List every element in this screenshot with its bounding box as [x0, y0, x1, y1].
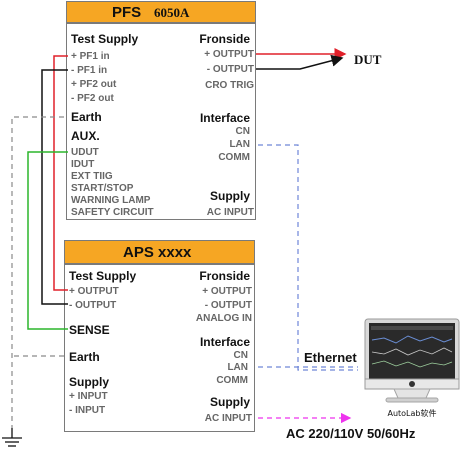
pfs-interface-title: Interface [199, 111, 250, 125]
pfs-earth: Earth [71, 110, 102, 124]
aps-ac-input: AC INPUT [204, 413, 252, 424]
pfs-pf2-plus: + PF2 out [71, 79, 117, 90]
aps-plus-input: + INPUT [69, 391, 108, 402]
pfs-fronside-title: Fronside [199, 32, 250, 46]
pfs-brand: PFS [112, 4, 142, 21]
aps-supply-right-title: Supply [209, 395, 250, 409]
pfs-aux-udut: UDUT [71, 147, 99, 158]
aps-minus-output: - OUTPUT [69, 300, 117, 311]
aps-earth: Earth [69, 350, 100, 364]
pfs-model: 6050A [154, 5, 190, 20]
aps-minus-input: - INPUT [69, 405, 106, 416]
aps-front-minus-output: - OUTPUT [204, 300, 252, 311]
earth-wire [11, 116, 64, 428]
aps-interface-title: Interface [199, 335, 250, 349]
pfs-aux-warning-lamp: WARNING LAMP [71, 195, 151, 206]
pfs-pf2-minus: - PF2 out [71, 93, 114, 104]
pfs-cro-trig: CRO TRIG [205, 80, 254, 91]
red-wire-pf1-plus [53, 55, 68, 291]
pfs-ac-input: AC INPUT [206, 207, 254, 218]
pfs-lan-link [258, 144, 358, 371]
computer-monitor-icon: AutoLab软件 [364, 318, 460, 418]
pfs-if-comm: COMM [218, 152, 250, 163]
pfs-aux-title: AUX. [71, 129, 100, 143]
aps-panel [64, 264, 255, 432]
ground-symbol [2, 428, 22, 447]
aps-title: APS xxxx [123, 244, 192, 261]
pfs-test-supply-title: Test Supply [71, 32, 139, 46]
pfs-header [66, 1, 256, 23]
pfs-aux-start-stop: START/STOP [71, 183, 134, 194]
aps-front-plus-output: + OUTPUT [202, 286, 252, 297]
pfs-aux-idut: IDUT [71, 159, 95, 170]
pfs-if-lan: LAN [229, 139, 250, 150]
aps-if-lan: LAN [227, 362, 248, 373]
black-wire-pf1-minus [41, 69, 68, 305]
pfs-panel [66, 23, 256, 220]
aps-test-supply-title: Test Supply [69, 269, 137, 283]
ethernet-label: Ethernet [304, 350, 357, 365]
ac-label: AC 220/110V 50/60Hz [286, 426, 416, 441]
pfs-front-plus-output: + OUTPUT [204, 49, 254, 60]
aps-if-cn: CN [233, 350, 248, 361]
aps-fronside-title: Fronside [199, 269, 250, 283]
aps-plus-output: + OUTPUT [69, 286, 119, 297]
dut-label: DUT [354, 52, 382, 67]
pfs-pf1-plus: + PF1 in [71, 51, 110, 62]
green-sense-wire [27, 151, 68, 330]
pfs-minus-output-wire [256, 54, 344, 70]
pfs-aux-safety-circuit: SAFETY CIRCUIT [71, 207, 154, 218]
pfs-aux-ext-trig: EXT TIIG [71, 171, 113, 182]
pfs-if-cn: CN [235, 126, 250, 137]
aps-sense: SENSE [69, 323, 110, 337]
pfs-supply-title: Supply [209, 189, 250, 203]
aps-supply-title: Supply [69, 375, 110, 389]
software-label: AutoLab软件 [387, 408, 436, 418]
aps-if-comm: COMM [216, 375, 248, 386]
pfs-front-minus-output: - OUTPUT [206, 64, 254, 75]
pfs-pf1-minus: - PF1 in [71, 65, 108, 76]
aps-header [64, 240, 255, 264]
aps-analog-in: ANALOG IN [195, 313, 252, 324]
